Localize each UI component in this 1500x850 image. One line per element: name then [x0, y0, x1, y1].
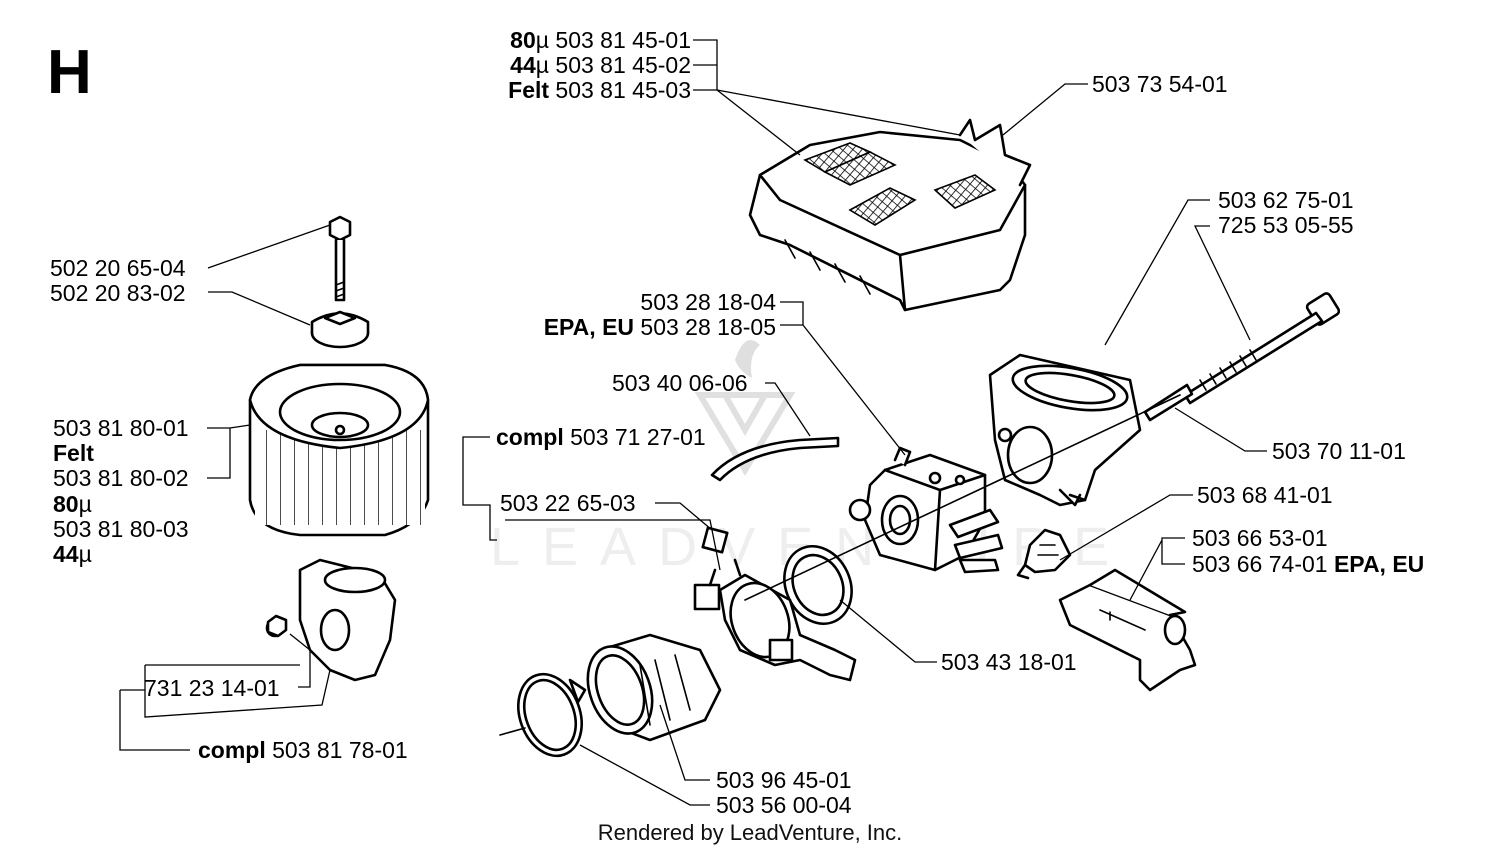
label-felt: Felt 503 81 45-03 — [508, 77, 691, 103]
screw-part — [328, 215, 352, 302]
label-block: 503 22 65-03 — [500, 490, 636, 516]
label-bolt-1: 503 62 75-01 — [1218, 187, 1354, 213]
label-compl-intake: compl 503 71 27-01 — [496, 424, 706, 450]
label-filter-1: 503 81 80-01 — [53, 415, 189, 441]
part-labels: 80µ 503 81 45-01 44µ 503 81 45-02 Felt 5… — [50, 27, 1424, 818]
label-compl-base: compl 503 81 78-01 — [198, 737, 408, 763]
filter-cover-part — [748, 118, 1032, 312]
label-choke: 503 68 41-01 — [1197, 482, 1333, 508]
label-small-nut: 731 23 14-01 — [144, 675, 280, 701]
label-intake: 503 96 45-01 — [716, 767, 852, 793]
label-44u: 44µ 503 81 45-02 — [510, 52, 691, 78]
watermark-logo — [694, 340, 796, 476]
filter-element-part — [248, 363, 430, 537]
lever-part — [1058, 568, 1197, 692]
label-80u: 80µ 503 81 45-01 — [510, 27, 691, 53]
label-carb-1: 503 28 18-04 — [640, 289, 776, 315]
label-carb-2: EPA, EU 503 28 18-05 — [544, 314, 776, 340]
label-screw: 502 20 65-04 — [50, 255, 186, 281]
hose-part — [710, 436, 840, 482]
block-part — [701, 526, 729, 554]
label-bolt-2: 725 53 05-55 — [1218, 212, 1354, 238]
footer-credit: Rendered by LeadVenture, Inc. — [598, 820, 903, 845]
small-nut-part — [266, 614, 288, 638]
label-gasket: 503 43 18-01 — [941, 649, 1077, 675]
carburetor-part — [848, 446, 1004, 574]
choke-part — [1016, 528, 1072, 580]
label-nut: 502 20 83-02 — [50, 280, 186, 306]
label-filter-44: 44µ — [53, 541, 92, 567]
filter-base-part — [265, 558, 397, 682]
hose-clamp-part — [499, 672, 587, 758]
section-letter: H — [47, 38, 92, 107]
label-lever-1: 503 66 53-01 — [1192, 525, 1328, 551]
intake-part — [586, 633, 722, 742]
long-bolt-part — [1143, 292, 1341, 422]
leader-lines — [119, 39, 1267, 806]
label-filter-3: 503 81 80-03 — [53, 516, 189, 542]
label-filter-felt: Felt — [53, 440, 94, 466]
label-cover: 503 73 54-01 — [1092, 71, 1228, 97]
nut-part — [310, 310, 370, 349]
assembly-axis — [744, 394, 1181, 601]
label-sleeve: 503 70 11-01 — [1272, 438, 1406, 464]
label-hose: 503 40 06-06 — [612, 370, 748, 396]
label-lever-2: 503 66 74-01 EPA, EU — [1192, 551, 1424, 577]
label-filter-80: 80µ — [53, 491, 92, 517]
intake-bracket-part — [693, 558, 857, 682]
gasket-part — [783, 545, 853, 625]
label-clamp: 503 56 00-04 — [716, 792, 852, 818]
carburetor-flange-part — [988, 353, 1142, 507]
label-filter-2: 503 81 80-02 — [53, 465, 189, 491]
